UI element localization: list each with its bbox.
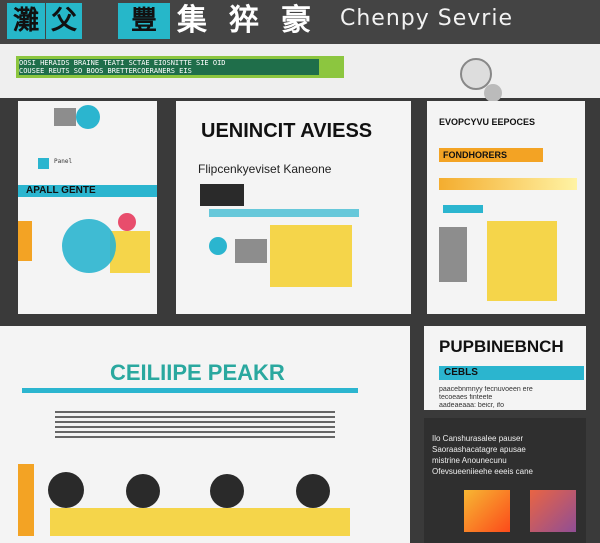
panel-6-line-3: mistrine Anounecunu xyxy=(432,456,507,465)
panel-2: UENINCIT AVIESS Flipcenkyeviset Kaneone xyxy=(176,101,411,314)
panel-1-box-icon xyxy=(54,108,76,126)
panel-4-line-2: tecoeaes finteete xyxy=(439,394,493,401)
panel-6-line-1: Ilo Canshurasalee pauser xyxy=(432,434,524,443)
panel-2-subtitle: Flipcenkyeviset Kaneone xyxy=(198,162,332,176)
cjk-tile-1: 灘 xyxy=(7,3,45,39)
cjk-title-2: 猝 xyxy=(229,3,259,38)
panel-3-badge-text: FONDHORERS xyxy=(443,150,508,160)
panel-4-badge-text: CEBLS xyxy=(444,367,478,378)
panel-2-left-block xyxy=(235,239,267,263)
panel-4-line-3: aadeaeaaa: beicr, ifo xyxy=(439,402,504,409)
panel-1-accent-icon xyxy=(118,213,136,231)
panel-4-badge: CEBLS xyxy=(439,366,584,380)
panel-1-bar-1 xyxy=(18,221,32,261)
panel-6-art-2 xyxy=(530,490,576,532)
panel-2-wave xyxy=(209,209,359,217)
panel-6: Ilo Canshurasalee pauser Saoraashacatagr… xyxy=(424,418,586,543)
cjk-tile-3: 豐 xyxy=(118,3,170,39)
panel-6-line-2: Saoraashacatagre apusae xyxy=(432,445,526,454)
panel-1-icon xyxy=(76,105,100,129)
panel-1-bar-2 xyxy=(110,231,150,273)
panel-5-node-2 xyxy=(126,474,160,508)
panel-5-node-4 xyxy=(296,474,330,508)
cjk-title-1: 集 xyxy=(177,3,207,38)
panel-1-small-icon xyxy=(38,158,49,169)
panel-6-art-1 xyxy=(464,490,510,532)
panel-3-badge: FONDHORERS xyxy=(439,148,543,162)
panel-5-node-3 xyxy=(210,474,244,508)
cjk-title-3: 豪 xyxy=(281,3,311,38)
panel-1-figure xyxy=(62,219,116,273)
banner-line-2: COUSEE REUTS SO BOOS BRETTERCOERANERS EI… xyxy=(19,67,192,75)
green-inner: OOSI HERAIDS BRAINE TEATI SCTAE EIOSNITT… xyxy=(19,59,319,75)
panel-1-title: APALL GENTE xyxy=(26,185,96,196)
panel-5: CEILIIPE PEAKR xyxy=(0,326,410,543)
panel-5-text-block xyxy=(55,408,335,441)
panel-2-chart-box xyxy=(270,225,352,287)
speaker-icon xyxy=(460,58,492,90)
panel-3-strip xyxy=(439,178,577,190)
panel-4-line-1: paacebnmnyy fecnuvoeen ere xyxy=(439,386,533,393)
panel-3-main-graphic xyxy=(487,221,557,301)
panel-5-title: CEILIIPE PEAKR xyxy=(110,361,285,385)
panel-2-title: UENINCIT AVIESS xyxy=(201,120,373,142)
panel-3-title: EVOPCYVU EEPOCES xyxy=(439,117,536,127)
panel-1-text-mini: Panel xyxy=(54,158,73,165)
panel-2-small-icon xyxy=(209,237,227,255)
speaker-base-icon xyxy=(484,84,502,102)
panel-5-line xyxy=(22,388,358,393)
panel-5-node-1 xyxy=(48,472,84,508)
panel-5-bottom-band xyxy=(50,508,350,536)
panel-5-left-bar xyxy=(18,464,34,536)
cjk-tile-2: 父 xyxy=(46,3,82,39)
panel-1-title-strip xyxy=(18,185,157,197)
panel-4-title: PUPBINEBNCH xyxy=(439,337,564,356)
panel-1: Panel APALL GENTE xyxy=(18,101,157,314)
panel-6-line-4: Ofevsueeniieehe eeeis cane xyxy=(432,467,533,476)
brand-text: Chenpy Sevrie xyxy=(340,6,513,31)
panel-3-cyan-bar xyxy=(443,205,483,213)
panel-3-side-block xyxy=(439,227,467,282)
panel-2-device xyxy=(200,184,244,206)
panel-3: EVOPCYVU EEPOCES FONDHORERS xyxy=(427,101,585,314)
panel-4: PUPBINEBNCH CEBLS paacebnmnyy fecnuvoeen… xyxy=(424,326,586,410)
banner-line-1: OOSI HERAIDS BRAINE TEATI SCTAE EIOSNITT… xyxy=(19,59,226,67)
header xyxy=(0,0,600,44)
green-banner: OOSI HERAIDS BRAINE TEATI SCTAE EIOSNITT… xyxy=(16,56,344,78)
